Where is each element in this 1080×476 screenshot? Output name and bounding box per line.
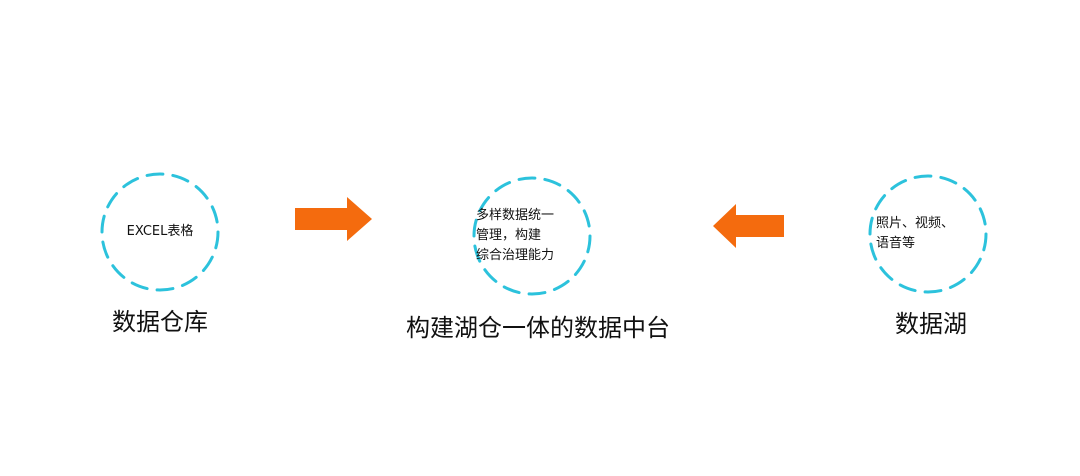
data-lake-circle-line: 照片、视频、 <box>876 216 955 231</box>
data-warehouse-circle: EXCEL表格 <box>98 170 222 294</box>
data-middle-platform-circle-text: 多样数据统一 管理，构建 综合治理能力 <box>470 174 594 298</box>
data-lake-circle-line: 语音等 <box>876 236 916 251</box>
arrow-right-icon <box>295 197 372 241</box>
data-middle-platform-caption: 构建湖仓一体的数据中台 <box>406 314 670 342</box>
arrow-left-icon <box>713 204 784 248</box>
data-warehouse-caption: 数据仓库 <box>112 308 208 336</box>
dashed-circle-icon <box>472 176 592 296</box>
data-middle-platform-circle-line: 多样数据统一 <box>476 208 555 223</box>
data-middle-platform-circle-line: 综合治理能力 <box>476 248 555 263</box>
data-lake-caption: 数据湖 <box>895 310 967 338</box>
data-middle-platform-circle: 多样数据统一 管理，构建 综合治理能力 <box>470 174 594 298</box>
data-lake-circle-text: 照片、视频、 语音等 <box>866 172 990 296</box>
data-warehouse-circle-text: EXCEL表格 <box>98 170 222 294</box>
dashed-circle-icon <box>100 172 220 292</box>
data-lake-circle: 照片、视频、 语音等 <box>866 172 990 296</box>
dashed-circle-icon <box>868 174 988 294</box>
data-middle-platform-circle-line: 管理，构建 <box>476 228 542 243</box>
data-warehouse-circle-line: EXCEL表格 <box>126 224 194 239</box>
